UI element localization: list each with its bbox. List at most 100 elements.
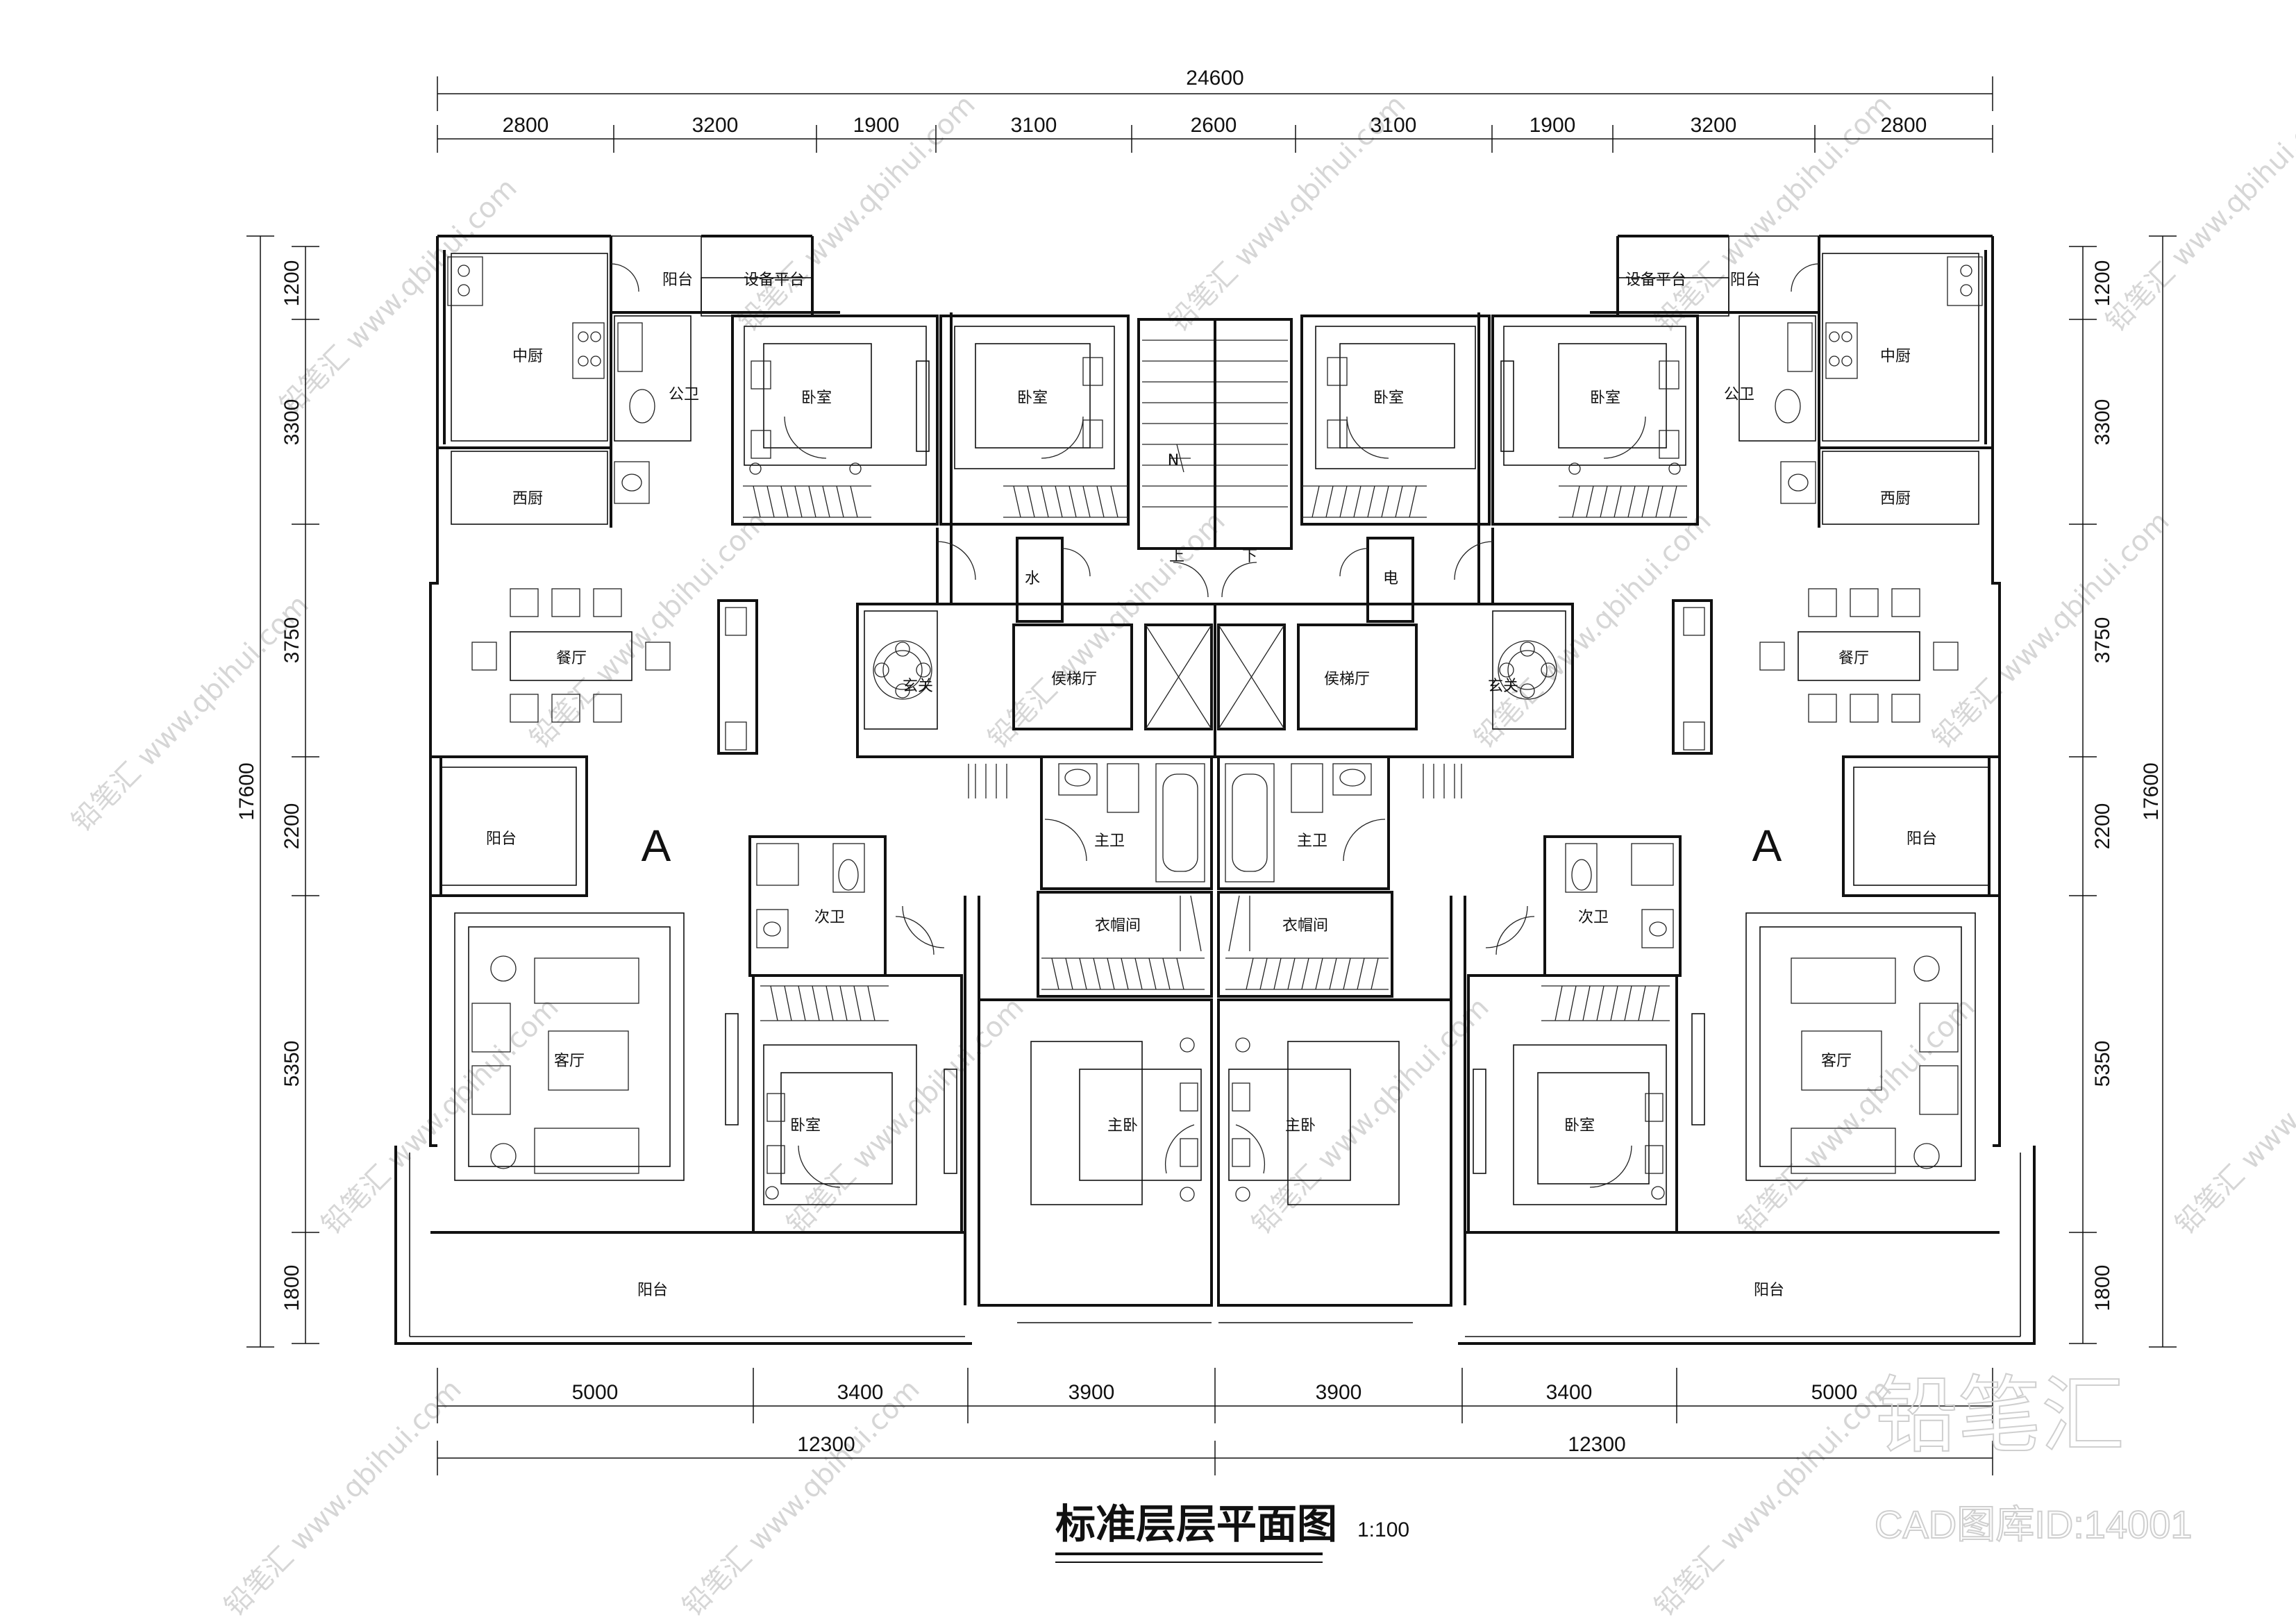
label-bedroom-2: 卧室 bbox=[1017, 390, 1048, 407]
label-master-bath-left: 主卫 bbox=[1094, 832, 1125, 850]
core-right-half bbox=[1214, 315, 1574, 1324]
label-secondary-bath-left: 次卫 bbox=[814, 909, 845, 926]
label-public-bath-right: 公卫 bbox=[1724, 386, 1754, 403]
label-bedroom-6: 卧室 bbox=[1564, 1117, 1595, 1135]
drawing-scale: 1:100 bbox=[1357, 1518, 1409, 1541]
label-cloakroom-right: 衣帽间 bbox=[1282, 917, 1328, 935]
watermark: 铅笔汇 www.qbihui.com bbox=[1246, 991, 1495, 1241]
label-kitchen-west-right: 西厨 bbox=[1880, 490, 1911, 508]
label-foyer-right: 玄关 bbox=[1488, 678, 1518, 695]
dim-top-7: 1900 bbox=[1530, 114, 1576, 137]
watermark: 铅笔汇 www.qbihui.com bbox=[219, 1373, 468, 1623]
label-kitchen-west-left: 西厨 bbox=[512, 490, 543, 508]
dim-top-3: 1900 bbox=[853, 114, 900, 137]
dim-right-overall: 17600 bbox=[2140, 762, 2163, 820]
label-cloakroom-left: 衣帽间 bbox=[1095, 917, 1141, 935]
dim-bottom-half-right: 12300 bbox=[1568, 1433, 1625, 1456]
label-balcony-bottom-right: 阳台 bbox=[1754, 1282, 1784, 1299]
label-bedroom-1: 卧室 bbox=[801, 390, 832, 407]
dim-right-1: 1200 bbox=[2091, 260, 2114, 307]
label-elevator-hall-right: 侯梯厅 bbox=[1324, 671, 1370, 688]
drawing-title: 标准层层平面图 bbox=[1055, 1500, 1337, 1548]
label-master-bath-right: 主卫 bbox=[1297, 832, 1327, 850]
label-electric: 电 bbox=[1383, 570, 1398, 587]
dim-right-3: 3750 bbox=[2091, 617, 2114, 664]
dim-right-6: 1800 bbox=[2091, 1265, 2114, 1312]
core-left-half bbox=[856, 315, 1216, 1323]
label-north: N bbox=[1168, 452, 1179, 469]
dim-bottom-2: 3400 bbox=[837, 1381, 884, 1404]
label-living-right: 客厅 bbox=[1821, 1053, 1852, 1070]
dim-bottom-4: 3900 bbox=[1316, 1381, 1362, 1404]
dim-right-5: 5350 bbox=[2091, 1041, 2114, 1087]
dim-bottom-3: 3900 bbox=[1069, 1381, 1115, 1404]
watermark: 铅笔汇 www.qbihui.com bbox=[982, 505, 1232, 755]
watermark: 铅笔汇 www.qbihui.com bbox=[1649, 1373, 1898, 1623]
label-master-bedroom-left: 主卧 bbox=[1107, 1117, 1138, 1135]
watermark: 铅笔汇 www.qbihui.com bbox=[1468, 505, 1718, 755]
dim-bottom-1: 5000 bbox=[572, 1381, 619, 1404]
label-equipment-left: 设备平台 bbox=[744, 271, 805, 289]
north-arrow bbox=[1170, 444, 1191, 473]
dim-right-2: 3300 bbox=[2091, 399, 2114, 446]
watermark: 铅笔汇 www.qbihui.com bbox=[2100, 89, 2296, 338]
label-dining-left: 餐厅 bbox=[556, 650, 587, 667]
label-equipment-right: 设备平台 bbox=[1625, 271, 1686, 289]
unit-label-right: A bbox=[1752, 821, 1782, 871]
dim-bottom-half-left: 12300 bbox=[797, 1433, 855, 1456]
label-foyer-left: 玄关 bbox=[903, 678, 933, 695]
watermark: 铅笔汇 www.qbihui.com bbox=[677, 1373, 926, 1623]
label-master-bedroom-right: 主卧 bbox=[1285, 1117, 1316, 1135]
watermark: 铅笔汇 www.qbihui.com bbox=[1649, 89, 1898, 338]
label-dining-right: 餐厅 bbox=[1838, 650, 1869, 667]
label-balcony-top-right: 阳台 bbox=[1730, 271, 1761, 289]
dim-left-3: 3750 bbox=[280, 617, 303, 664]
dim-top-9: 2800 bbox=[1881, 114, 1927, 137]
dim-top-1: 2800 bbox=[503, 114, 549, 137]
label-balcony-top-left: 阳台 bbox=[662, 271, 693, 289]
room-labels: 阳台 设备平台 中厨 公卫 西厨 卧室 卧室 餐厅 侯梯厅 水 玄关 阳台 A … bbox=[486, 271, 1937, 1299]
dim-top-5: 2600 bbox=[1191, 114, 1237, 137]
dim-top-4: 3100 bbox=[1011, 114, 1057, 137]
label-secondary-bath-right: 次卫 bbox=[1578, 909, 1609, 926]
dim-top-8: 3200 bbox=[1691, 114, 1737, 137]
dim-top-2: 3200 bbox=[692, 114, 739, 137]
label-balcony-side-left: 阳台 bbox=[486, 830, 517, 848]
watermark: 铅笔汇 www.qbihui.com bbox=[274, 172, 523, 421]
dimension-lines bbox=[246, 76, 2177, 1475]
brand-watermark: 铅笔汇 CAD图库ID:14001 bbox=[1874, 1367, 2193, 1547]
watermark: 铅笔汇 www.qbihui.com bbox=[524, 505, 773, 755]
dim-right-4: 2200 bbox=[2091, 803, 2114, 850]
brand-logo-text: 铅笔汇 bbox=[1875, 1368, 2125, 1464]
label-water: 水 bbox=[1025, 570, 1040, 587]
unit-a-left bbox=[394, 235, 980, 1345]
label-bedroom-3: 卧室 bbox=[790, 1117, 821, 1135]
drawing-title-block: 标准层层平面图 1:100 bbox=[1055, 1500, 1409, 1563]
dimension-labels: 24600 2800 3200 1900 3100 2600 3100 1900… bbox=[235, 67, 2163, 1456]
label-bedroom-5: 卧室 bbox=[1590, 390, 1620, 407]
dim-left-5: 5350 bbox=[280, 1041, 303, 1087]
unit-label-left: A bbox=[642, 821, 671, 871]
watermark: 铅笔汇 www.qbihui.com bbox=[316, 991, 565, 1241]
cad-id-text: CAD图库ID:14001 bbox=[1875, 1502, 2193, 1546]
dim-left-2: 3300 bbox=[280, 399, 303, 446]
dim-left-4: 2200 bbox=[280, 803, 303, 850]
watermark: 铅笔汇 www.qbihui.com bbox=[66, 589, 315, 838]
label-living-left: 客厅 bbox=[554, 1053, 585, 1070]
label-bedroom-4: 卧室 bbox=[1373, 390, 1404, 407]
watermark: 铅笔汇 www.qbihui.com bbox=[781, 991, 1030, 1241]
dim-overall-top: 24600 bbox=[1186, 67, 1243, 90]
dim-left-overall: 17600 bbox=[235, 762, 258, 820]
label-elevator-hall-left: 侯梯厅 bbox=[1051, 671, 1097, 688]
label-stair-up: 上 bbox=[1169, 548, 1184, 565]
dim-top-6: 3100 bbox=[1371, 114, 1417, 137]
dim-left-6: 1800 bbox=[280, 1265, 303, 1312]
watermark: 铅笔汇 www.qbihui.com bbox=[2170, 991, 2296, 1241]
dim-bottom-6: 5000 bbox=[1811, 1381, 1858, 1404]
label-kitchen-cn-left: 中厨 bbox=[512, 348, 543, 365]
label-stair-down: 下 bbox=[1242, 548, 1257, 565]
dim-left-1: 1200 bbox=[280, 260, 303, 307]
label-public-bath-left: 公卫 bbox=[669, 386, 699, 403]
label-balcony-bottom-left: 阳台 bbox=[637, 1282, 668, 1299]
